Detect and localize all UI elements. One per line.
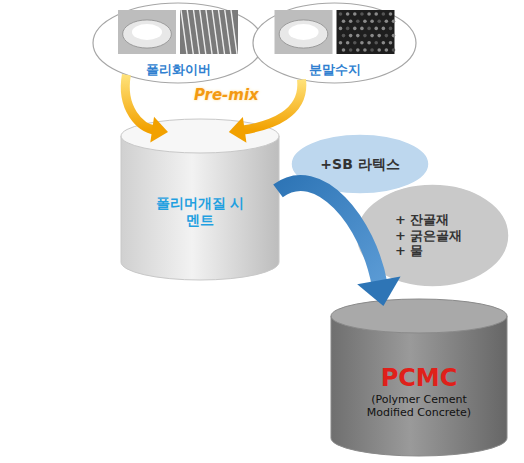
granule: [353, 27, 357, 31]
granule: [356, 34, 360, 38]
fiber-strand: [231, 10, 237, 54]
fiber-strand: [206, 10, 212, 54]
ellipse-outline: [253, 3, 416, 83]
granule: [342, 19, 346, 23]
granule: [370, 34, 374, 38]
granule: [353, 41, 357, 45]
fiber-strand: [181, 10, 187, 54]
fiber-strand: [194, 10, 200, 54]
photo-frame: [337, 10, 395, 54]
granule-photo: [337, 10, 396, 54]
ellipse-outline: [356, 184, 509, 287]
step-label: Pre-mix: [194, 86, 259, 104]
granule: [377, 34, 381, 38]
granule: [370, 48, 374, 52]
photo-frame: [180, 10, 238, 54]
aggregate-ellipse: + 잔골재+ 굵은골재+ 물: [355, 183, 510, 288]
powder-photo: [118, 10, 176, 54]
granule: [370, 19, 374, 23]
ellipse-outline: [291, 134, 429, 194]
cylinder-body: [121, 136, 279, 280]
fiber-strand: [187, 10, 193, 54]
node-sublabel: (Polymer Cement Modified Concrete): [360, 393, 478, 419]
granule: [339, 12, 343, 16]
granule: [360, 27, 364, 31]
granule: [349, 48, 353, 52]
powder-heap: [132, 24, 162, 40]
granule: [349, 34, 353, 38]
photo-frame: [275, 10, 333, 54]
node-label: 분말수지: [309, 62, 361, 78]
granule: [374, 12, 378, 16]
granule: [356, 19, 360, 23]
granule: [367, 41, 371, 45]
granule: [346, 12, 350, 16]
node-label: PCMC: [381, 364, 458, 393]
granule: [374, 41, 378, 45]
granule: [342, 48, 346, 52]
cylinder-top: [331, 299, 507, 333]
fiber-strand: [212, 10, 218, 54]
granule: [367, 12, 371, 16]
granule: [389, 41, 393, 45]
cement-cylinder: 폴리머개질 시멘트: [120, 118, 280, 280]
glass-dish: [123, 20, 172, 48]
granule: [339, 41, 343, 45]
pcmc-cylinder: PCMC(Polymer Cement Modified Concrete): [330, 298, 508, 456]
granule: [339, 27, 343, 31]
node-label: 폴리화이버: [146, 62, 211, 78]
granule: [353, 12, 357, 16]
powder-photo: [275, 10, 333, 54]
node-label: +SB 라텍스: [320, 156, 399, 173]
arrow-shaft: [125, 75, 155, 130]
ellipse-outline: [93, 3, 263, 83]
granule: [346, 27, 350, 31]
granule: [367, 27, 371, 31]
material-ellipse: 분말수지: [252, 2, 417, 84]
granule: [360, 12, 364, 16]
glass-dish: [279, 20, 328, 48]
fiber-photo: [180, 10, 238, 54]
granule: [389, 12, 393, 16]
granule: [349, 19, 353, 23]
fiber-strand: [200, 10, 206, 54]
granule: [363, 19, 367, 23]
granule: [392, 19, 396, 23]
granule: [356, 48, 360, 52]
node-sublabel: + 굵은골재: [395, 228, 462, 244]
granule: [363, 34, 367, 38]
granule: [392, 48, 396, 52]
granule: [385, 34, 389, 38]
granule: [342, 34, 346, 38]
photo-frame: [118, 10, 176, 54]
granule: [377, 48, 381, 52]
granule: [385, 48, 389, 52]
granule: [382, 27, 386, 31]
node-sublabel: + 물: [395, 243, 423, 259]
powder-heap: [288, 24, 318, 40]
granule: [382, 12, 386, 16]
fiber-strand: [219, 10, 225, 54]
granule: [377, 19, 381, 23]
material-ellipse: 폴리화이버: [92, 2, 264, 84]
granule: [389, 27, 393, 31]
cylinder-top: [121, 119, 279, 153]
granule: [392, 34, 396, 38]
cylinder-body: [331, 316, 507, 456]
granule: [382, 41, 386, 45]
node-label: + 잔골재: [395, 212, 449, 228]
node-label: 폴리머개질 시멘트: [155, 195, 245, 229]
granule: [363, 48, 367, 52]
granule: [360, 41, 364, 45]
fiber-strand: [225, 10, 231, 54]
granule: [374, 27, 378, 31]
granule: [385, 19, 389, 23]
granule: [346, 41, 350, 45]
